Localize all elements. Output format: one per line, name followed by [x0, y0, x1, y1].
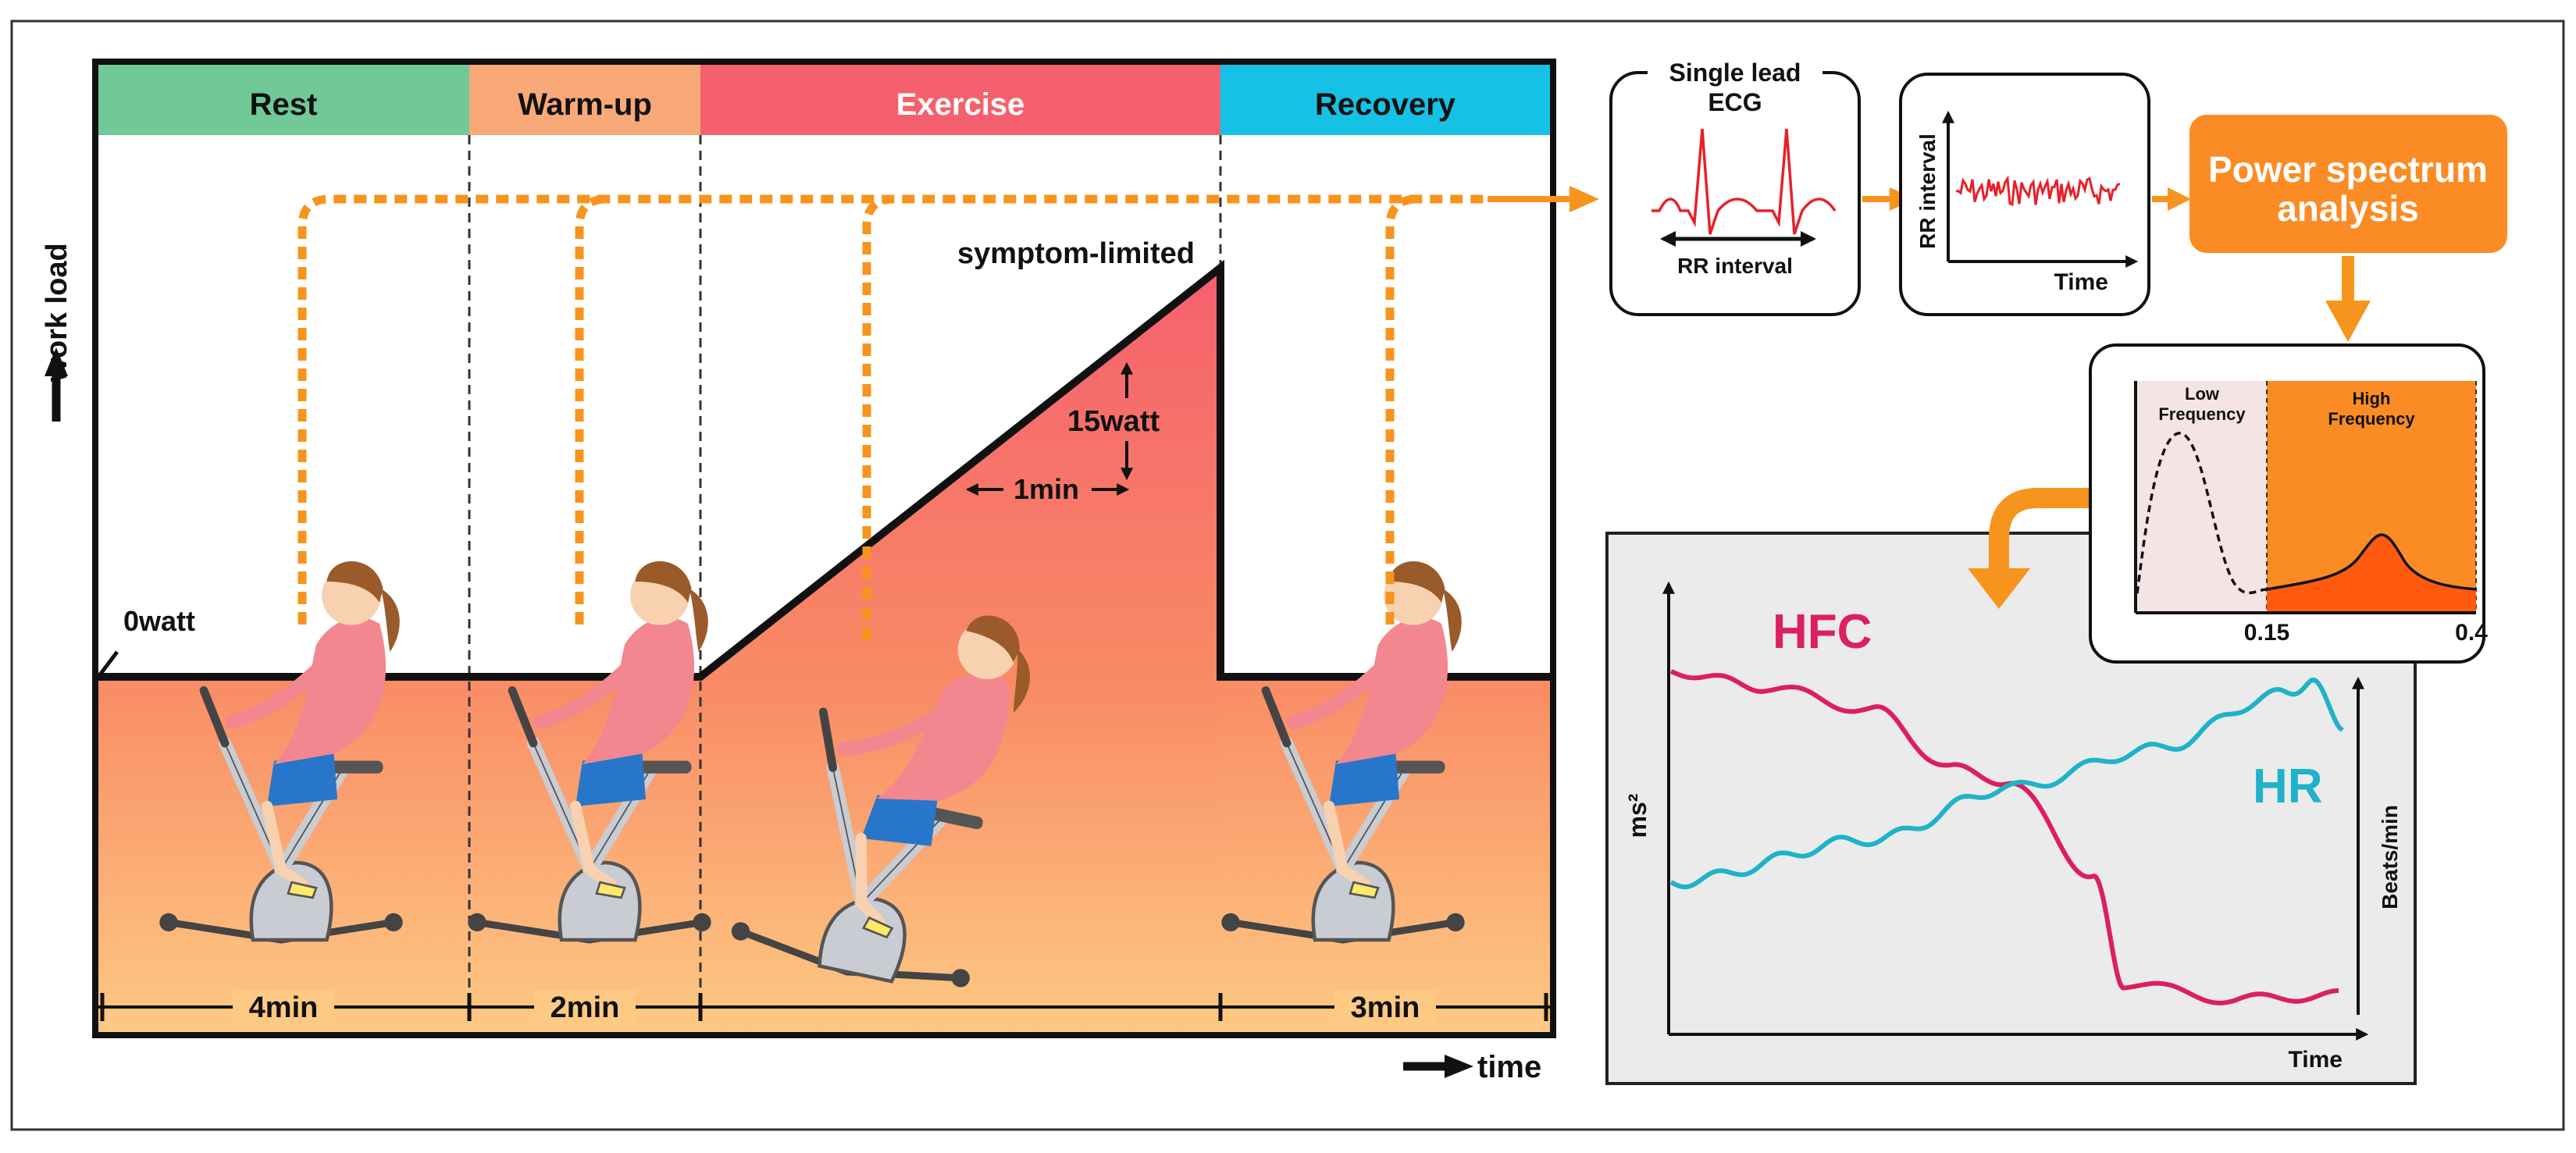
- rr-box: RR interval Time: [1899, 73, 2150, 316]
- ecg-sampling-lines: [298, 194, 1488, 640]
- duration-warmup-bg: [534, 990, 636, 1024]
- phase-recovery-label: Recovery: [1315, 87, 1456, 122]
- arrow-to-trend-head: [1968, 568, 2030, 609]
- baseline-label: 0watt: [123, 605, 195, 637]
- peak-label: symptom-limited: [957, 237, 1195, 270]
- arrow-to-ecg-head: [1569, 186, 1599, 212]
- hfc-label: HFC: [1773, 605, 1872, 659]
- spectrum-tick-04: 0.4: [2455, 620, 2488, 646]
- low-frequency-band: [2136, 381, 2267, 613]
- high-frequency-label-2: Frequency: [2328, 409, 2415, 429]
- hr-label: HR: [2253, 760, 2323, 813]
- time-axis-label: time: [1477, 1050, 1541, 1084]
- phase-exercise-band: [700, 65, 1220, 135]
- duration-rest-bg: [233, 990, 334, 1024]
- psa-label-line1: Power spectrum: [2208, 149, 2488, 190]
- trend-y-right-label: Beats/min: [2378, 805, 2402, 909]
- spectrum-box: Low Frequency High Frequency 0.15 0.4: [2089, 343, 2488, 664]
- rr-interval-series: [1955, 175, 2121, 206]
- low-frequency-label-2: Frequency: [2158, 404, 2246, 424]
- phase-recovery-band: [1220, 65, 1550, 135]
- duration-warmup-label: 2min: [550, 991, 620, 1024]
- high-frequency-peak: [2266, 533, 2477, 591]
- workload-line: [98, 259, 1550, 681]
- power-spectrum-analysis-box: Power spectrum analysis: [2189, 115, 2507, 253]
- phase-exercise-label: Exercise: [896, 87, 1025, 122]
- ecg-box: Single lead ECG RR interval: [1609, 59, 1861, 316]
- rr-x-label: Time: [2054, 269, 2108, 295]
- duration-rest-label: 4min: [249, 991, 319, 1024]
- phase-warmup-label: Warm-up: [518, 87, 652, 122]
- figure-frame: [10, 20, 2565, 1131]
- duration-recovery-bg: [1334, 990, 1436, 1024]
- duration-recovery-label: 3min: [1351, 991, 1420, 1024]
- arrow-to-psa-head: [2168, 187, 2191, 211]
- sampling-line-exercise: [862, 194, 895, 640]
- ecg-title-line1: Single lead: [1669, 59, 1801, 87]
- rr-interval-label: RR interval: [1677, 254, 1793, 278]
- trend-y-left-label: ms²: [1623, 794, 1651, 838]
- low-frequency-label-1: Low: [2185, 384, 2220, 404]
- arrow-to-spectrum-head: [2325, 301, 2371, 342]
- arrow-to-trend: [1989, 488, 2100, 574]
- workload-chart: Rest Warm-up Exercise Recovery 0watt sym…: [92, 59, 1599, 1038]
- high-frequency-area: [2267, 535, 2476, 613]
- time-axis-arrow-head: [1445, 1055, 1473, 1078]
- sampling-line-warmup: [575, 194, 607, 625]
- psa-box-frame: [2189, 115, 2507, 253]
- spectrum-tick-015: 0.15: [2244, 620, 2289, 646]
- workload-axis-arrow-head: [45, 347, 68, 376]
- ecg-title-line2: ECG: [1708, 88, 1762, 116]
- time-axis: time: [1403, 1050, 1541, 1084]
- psa-label-line2: analysis: [2277, 188, 2419, 229]
- phase-rest-label: Rest: [250, 87, 318, 122]
- ecg-title-bg: [1648, 62, 1822, 86]
- sampling-line-recovery: [1385, 194, 1418, 625]
- hr-series: [1669, 677, 2344, 890]
- high-frequency-label-1: High: [2353, 389, 2391, 408]
- rr-y-label: RR interval: [1915, 133, 1940, 249]
- low-frequency-peak: [2136, 432, 2268, 595]
- step-watt-label: 15watt: [1067, 405, 1160, 438]
- rr-box-frame: [1899, 73, 2150, 316]
- step-time-label: 1min: [1014, 473, 1079, 505]
- ecg-waveform: [1651, 128, 1837, 235]
- workload-chart-border: [92, 59, 1556, 1038]
- phase-warmup-band: [469, 65, 700, 135]
- trend-x-label: Time: [2289, 1047, 2343, 1073]
- workload-axis: work load: [41, 243, 73, 422]
- baseline-pointer: [97, 650, 119, 678]
- phase-rest-band: [98, 65, 469, 135]
